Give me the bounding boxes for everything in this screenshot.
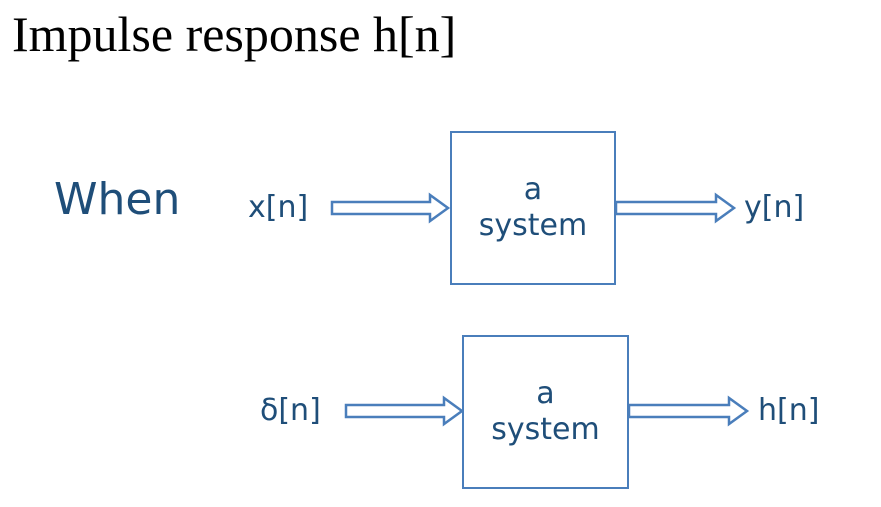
page-title: Impulse response h[n] — [12, 6, 457, 62]
system-box-2: a system — [462, 335, 629, 489]
system-box-1: a system — [450, 131, 616, 285]
when-label: When — [54, 174, 181, 225]
system-box-1-line2: system — [478, 208, 588, 243]
input-arrow-1 — [330, 192, 451, 224]
system-box-1-line1: a — [523, 172, 543, 207]
input-arrow-2 — [344, 395, 465, 427]
input-label-x: x[n] — [248, 190, 309, 225]
system-box-2-line2: system — [491, 412, 600, 447]
output-arrow-1 — [614, 192, 737, 224]
output-label-y: y[n] — [744, 190, 805, 225]
output-label-h: h[n] — [758, 393, 820, 428]
input-label-delta: δ[n] — [260, 393, 321, 428]
system-box-2-line1: a — [536, 376, 555, 411]
output-arrow-2 — [627, 395, 750, 427]
